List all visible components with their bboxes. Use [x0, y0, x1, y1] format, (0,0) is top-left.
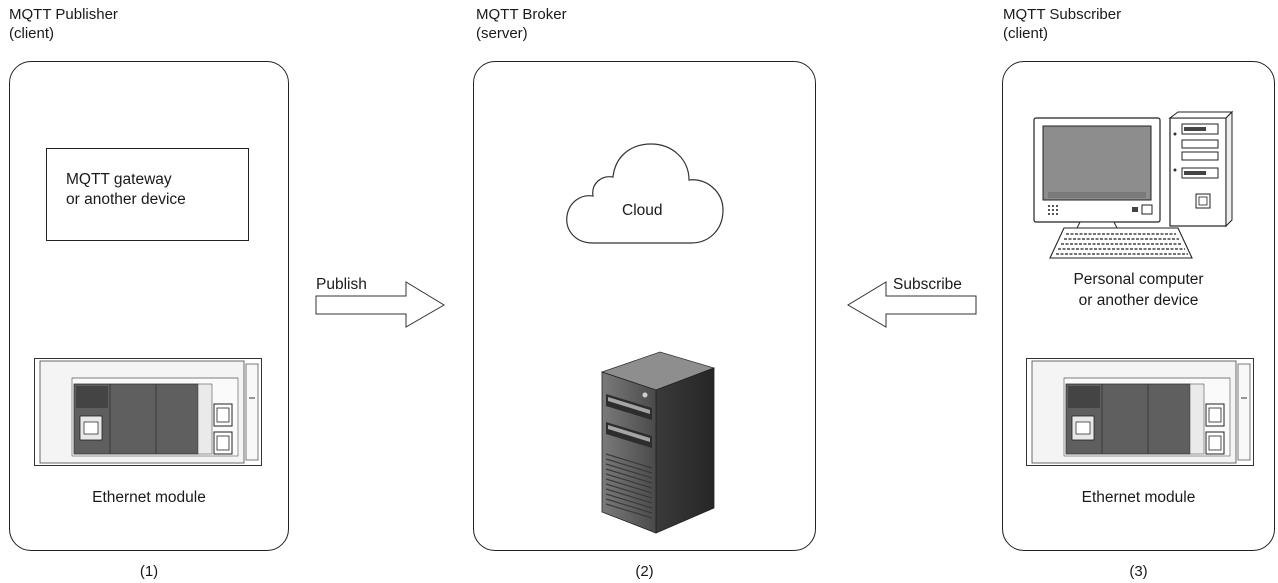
broker-title: MQTT Broker: [476, 6, 567, 23]
gateway-label-line2: or another device: [66, 191, 186, 208]
publish-arrow: [315, 281, 445, 328]
broker-subtitle: (server): [476, 25, 528, 42]
publish-label: Publish: [316, 276, 367, 293]
personal-computer-icon: [1033, 110, 1234, 259]
plc-ethernet-module-icon: [34, 358, 262, 466]
subscriber-title: MQTT Subscriber: [1003, 6, 1122, 23]
cloud-label: Cloud: [622, 202, 663, 219]
cloud-icon: [566, 143, 724, 244]
publisher-title: MQTT Publisher: [9, 6, 118, 23]
publisher-number: (1): [139, 563, 159, 580]
publisher-subtitle: (client): [9, 25, 55, 42]
subscribe-label: Subscribe: [893, 276, 962, 293]
plc-ethernet-module-icon: [1026, 358, 1254, 466]
server-tower-icon: [600, 351, 716, 534]
publisher-module-label: Ethernet module: [92, 489, 206, 506]
gateway-label-line1: MQTT gateway: [66, 171, 172, 188]
publisher-panel: [9, 61, 289, 551]
subscriber-number: (3): [1129, 563, 1148, 580]
subscribe-arrow: [847, 281, 977, 328]
gateway-box: [46, 148, 249, 241]
broker-number: (2): [635, 563, 654, 580]
pc-label-line1: Personal computer: [1073, 271, 1204, 288]
subscriber-module-label: Ethernet module: [1081, 489, 1196, 506]
subscriber-subtitle: (client): [1003, 25, 1049, 42]
pc-label-line2: or another device: [1078, 292, 1199, 309]
